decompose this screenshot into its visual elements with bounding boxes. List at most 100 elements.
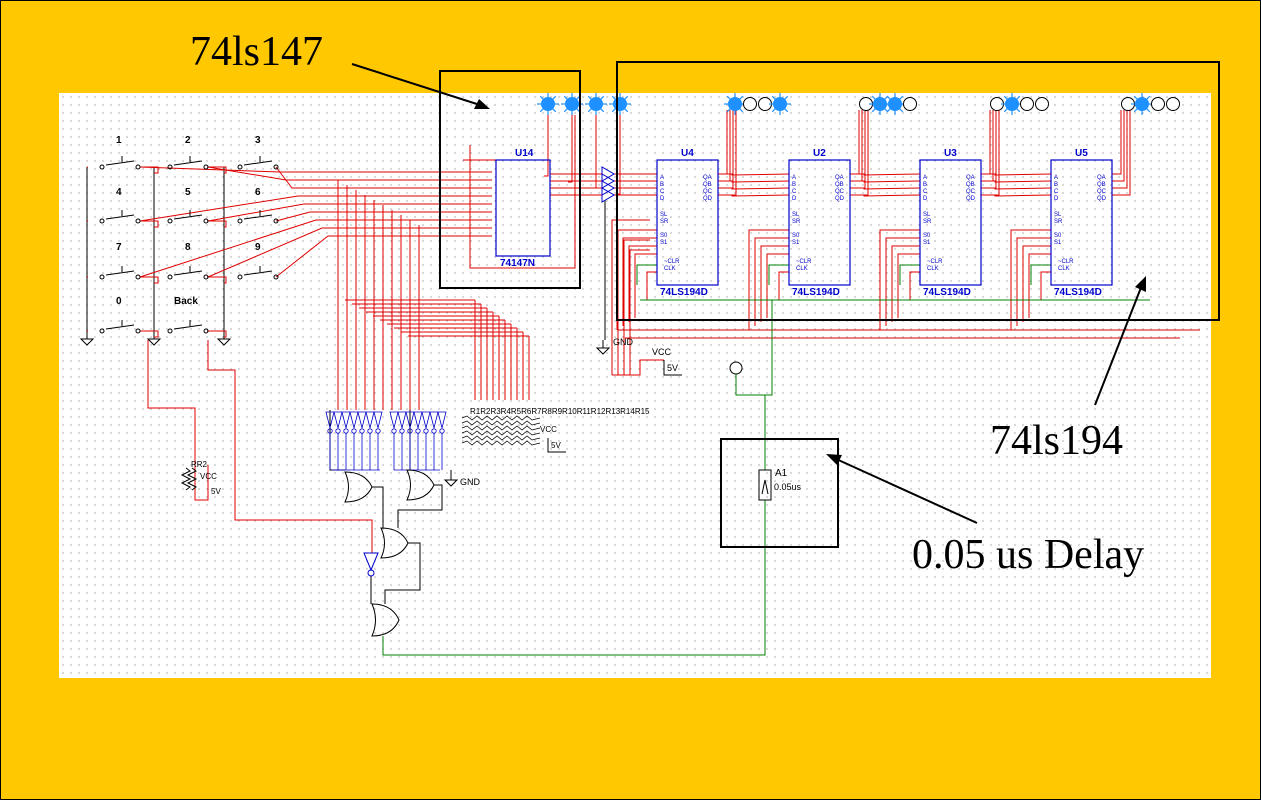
shift-register-part: 74LS194D	[792, 287, 840, 298]
resistor-pack-value: 5V	[551, 441, 561, 450]
wire	[981, 194, 1052, 197]
components: U14 74147N U4 74LS194D U2 74LS194D U3 74…	[79, 93, 1180, 637]
wire	[899, 264, 920, 285]
key-label-3: 3	[255, 135, 261, 146]
led-row	[537, 93, 1180, 115]
shift-register-callout-label: 74ls194	[990, 418, 1124, 464]
pin-label: S1	[1054, 240, 1062, 246]
encoder-chip-u14: U14 74147N	[495, 148, 551, 269]
wire	[382, 500, 766, 656]
buffer-gates	[601, 166, 615, 203]
resistor-icon	[461, 440, 541, 446]
pin-label: SL	[923, 212, 931, 218]
inverter-bank	[325, 411, 447, 471]
inverter-gate	[333, 411, 343, 429]
power-gnd-main: GND	[595, 337, 634, 355]
wire	[748, 229, 789, 330]
inverter-bubble	[423, 428, 429, 434]
pin-label-a: A	[660, 175, 664, 181]
pin-label: QB	[835, 182, 844, 188]
pin-label: C	[1054, 189, 1059, 195]
key-label-5: 5	[185, 187, 191, 198]
switch-contact	[105, 324, 135, 330]
switch-terminal	[167, 218, 173, 224]
ground-icon	[79, 338, 95, 346]
ground-icon	[595, 347, 611, 355]
pullup-resistor: RR2 VCC 5V	[180, 460, 221, 496]
pin-label: QC	[1097, 189, 1107, 195]
wire	[981, 110, 994, 182]
pin-label: QD	[835, 196, 845, 202]
or-gate	[344, 471, 373, 503]
wire	[139, 195, 492, 222]
pin-label-c: C	[660, 189, 665, 195]
pin-label: CLK	[927, 266, 939, 272]
pin-label: S0	[1054, 233, 1062, 239]
wire	[1040, 271, 1051, 300]
shift-register-ref: U3	[944, 148, 957, 159]
switch-terminal	[237, 218, 243, 224]
wire	[629, 249, 650, 375]
or-gates	[344, 469, 435, 637]
delay-callout-label: 0.05 us Delay	[912, 532, 1145, 578]
shift-register-ref: U4	[681, 148, 694, 159]
wire	[628, 245, 657, 322]
delay-component: A1 0.05us	[729, 361, 802, 501]
pin-label: SR	[923, 219, 932, 225]
probe	[729, 361, 743, 375]
switch-contact	[243, 214, 273, 220]
resistor-icon	[461, 435, 541, 441]
resistor-icon	[461, 425, 541, 431]
pin-label: S1	[792, 240, 800, 246]
led-lit	[565, 97, 579, 111]
shift-register-ref: U2	[813, 148, 826, 159]
wire	[850, 187, 921, 190]
led-off	[1151, 97, 1165, 111]
resistor-icon	[461, 415, 541, 421]
wire	[766, 253, 789, 318]
wire	[207, 227, 492, 278]
pin-label: C	[923, 189, 928, 195]
pin-label-qd: QD	[703, 196, 713, 202]
shift-register-callout-arrow	[1094, 284, 1143, 406]
led-lit	[589, 97, 603, 111]
led-lit	[888, 97, 902, 111]
inverter-gate	[365, 411, 375, 429]
pin-label-b: B	[660, 182, 664, 188]
wire	[718, 110, 731, 182]
vcc-label: VCC	[652, 347, 672, 357]
pin-label: A	[923, 175, 927, 181]
pin-label: QC	[966, 189, 976, 195]
wire	[718, 173, 790, 176]
wire	[611, 219, 650, 375]
wire	[718, 194, 790, 197]
wire	[568, 105, 573, 183]
inverter-gate	[349, 411, 359, 429]
gnd-label: GND	[460, 477, 481, 487]
pin-label: CLK	[1058, 266, 1070, 272]
key-label-0: 0	[116, 296, 122, 307]
callout-frames	[351, 61, 1220, 548]
shift-register-ref: U5	[1075, 148, 1088, 159]
pin-label-clk: CLK	[664, 266, 676, 272]
encoder-callout-label: 74ls147	[190, 29, 324, 75]
inverter-bubble	[415, 428, 421, 434]
pin-label: CLK	[796, 266, 808, 272]
switch-contact	[173, 160, 203, 166]
led-off	[1020, 97, 1034, 111]
pin-label-sl: SL	[660, 212, 668, 218]
led-lit	[1005, 97, 1019, 111]
wire	[140, 220, 159, 228]
pin-label: S0	[923, 233, 931, 239]
pin-label: B	[923, 182, 927, 188]
wire	[1112, 110, 1131, 196]
inverter-gate	[357, 411, 367, 429]
wire	[754, 237, 789, 326]
shift-register-part: 74LS194D	[923, 287, 971, 298]
inverter-gate	[421, 411, 431, 429]
inverter-bubble	[359, 428, 365, 434]
encoder-callout-box	[439, 70, 581, 289]
pin-label: A	[792, 175, 796, 181]
